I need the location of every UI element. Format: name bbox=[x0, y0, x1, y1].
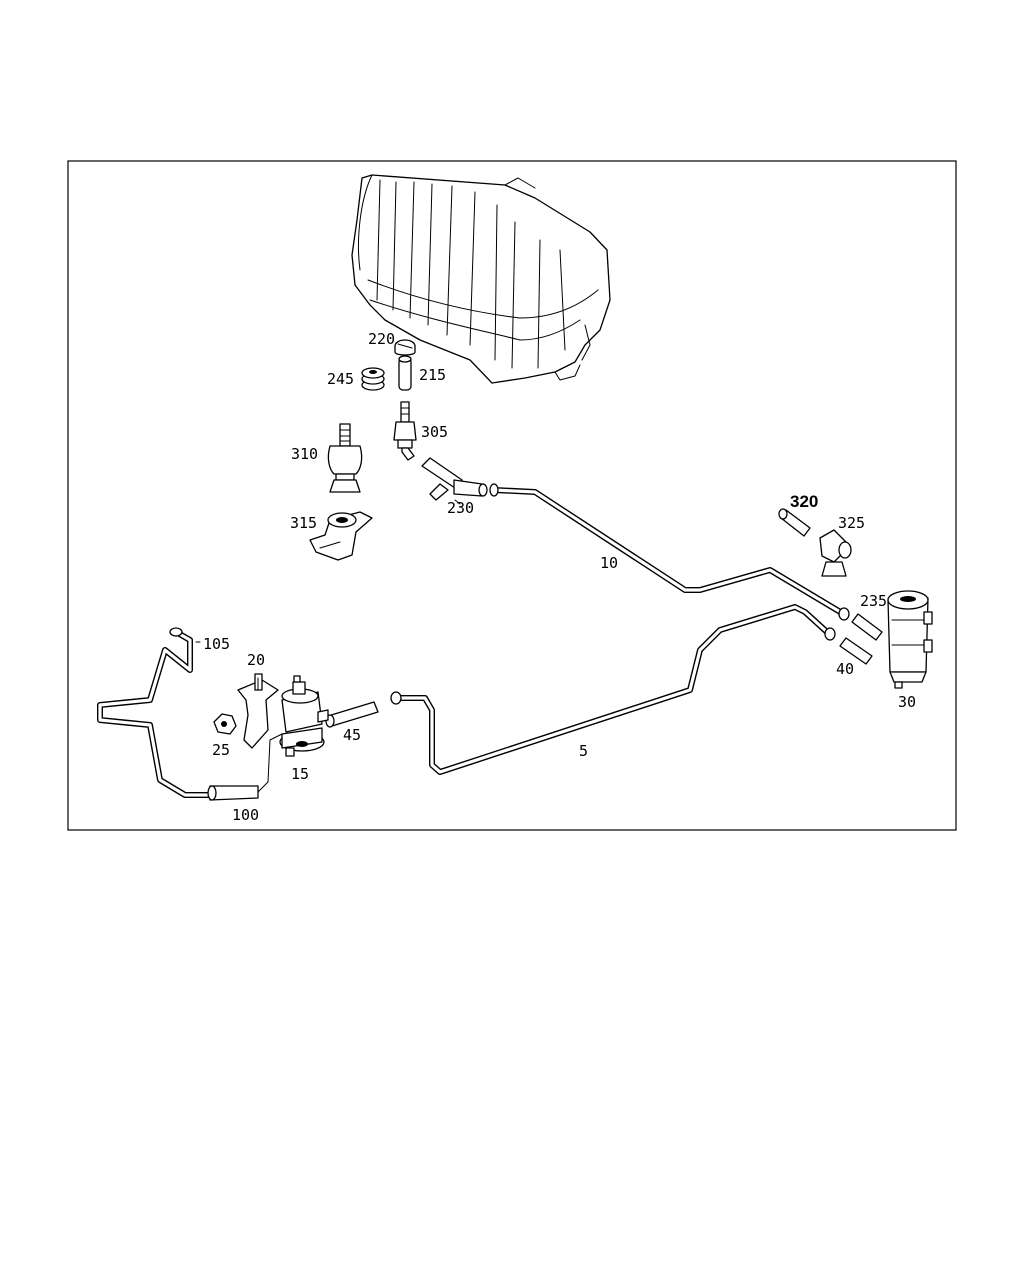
part-245-grommet bbox=[361, 367, 385, 391]
line-10 bbox=[489, 483, 850, 621]
part-310-valve bbox=[327, 423, 363, 493]
label-305: 305 bbox=[421, 423, 448, 441]
label-245: 245 bbox=[327, 370, 354, 388]
diagram-frame bbox=[67, 160, 957, 831]
label-230: 230 bbox=[447, 499, 474, 517]
part-25-nut bbox=[213, 713, 237, 735]
label-25: 25 bbox=[212, 741, 230, 759]
label-100: 100 bbox=[232, 806, 259, 824]
part-305-valve bbox=[393, 401, 417, 461]
label-235: 235 bbox=[860, 592, 887, 610]
label-325: 325 bbox=[838, 514, 865, 532]
label-220: 220 bbox=[368, 330, 395, 348]
label-45: 45 bbox=[343, 726, 361, 744]
label-30: 30 bbox=[898, 693, 916, 711]
label-105: 105 bbox=[203, 635, 230, 653]
part-30-canister bbox=[887, 590, 933, 689]
part-15-valve bbox=[279, 675, 329, 757]
part-220-clamp bbox=[394, 339, 416, 356]
part-230-t-connector bbox=[421, 457, 488, 501]
fuel-tank bbox=[351, 174, 611, 384]
part-100-hose bbox=[207, 733, 283, 801]
label-10: 10 bbox=[600, 554, 618, 572]
label-315: 315 bbox=[290, 514, 317, 532]
part-235-hose bbox=[851, 613, 883, 641]
label-320: 320 bbox=[790, 492, 818, 511]
line-105 bbox=[97, 627, 215, 798]
part-45-hose bbox=[325, 701, 379, 728]
label-20: 20 bbox=[247, 651, 265, 669]
part-315-bracket bbox=[309, 511, 373, 561]
label-40: 40 bbox=[836, 660, 854, 678]
label-15: 15 bbox=[291, 765, 309, 783]
line-5 bbox=[390, 604, 836, 775]
part-215-hose bbox=[398, 355, 412, 391]
part-20-bracket bbox=[237, 673, 279, 749]
part-325-elbow bbox=[819, 529, 852, 577]
label-5: 5 bbox=[579, 742, 588, 760]
label-310: 310 bbox=[291, 445, 318, 463]
leader-230 bbox=[454, 499, 461, 505]
part-320-tube bbox=[778, 508, 811, 537]
part-40-hose bbox=[839, 637, 873, 665]
label-215: 215 bbox=[419, 366, 446, 384]
